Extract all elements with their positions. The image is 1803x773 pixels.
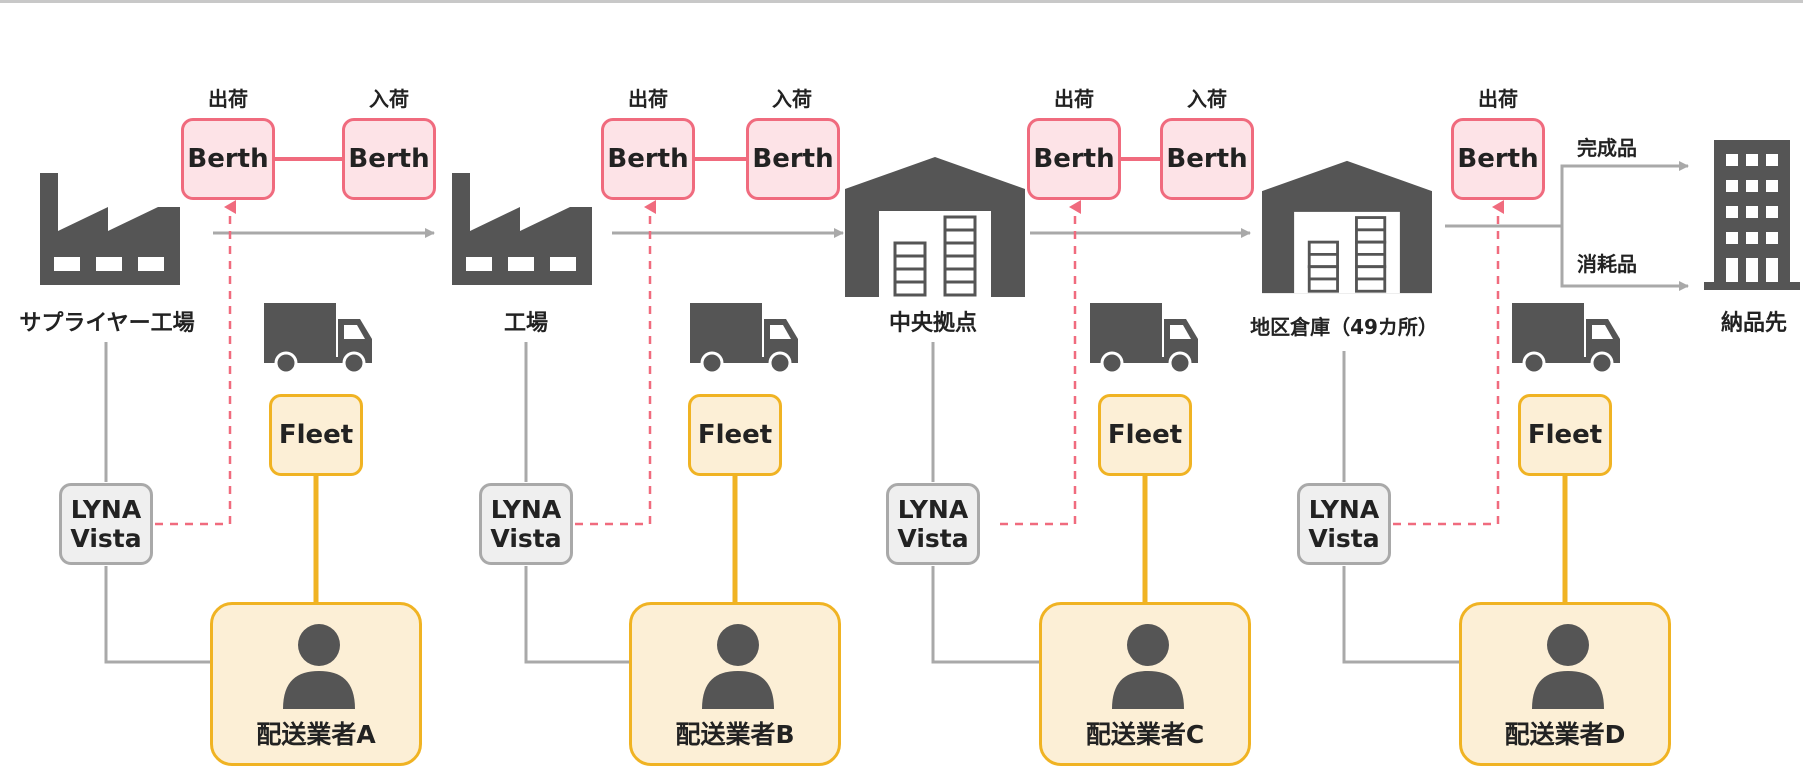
node-label-central-hub: 中央拠点 — [888, 311, 978, 336]
truck-icon — [264, 303, 372, 375]
truck-icon — [1090, 303, 1198, 375]
berth-outbound-label: 出荷 — [208, 87, 248, 111]
lyna-vista-box: LYNA Vista — [1297, 483, 1391, 565]
person-icon — [1532, 624, 1604, 709]
lyna-line1: LYNA — [70, 495, 142, 524]
node-label-factory: 工場 — [503, 311, 549, 336]
lyna-carrier-arrow-1 — [104, 566, 257, 667]
berth-outbound-label: 出荷 — [1478, 87, 1518, 111]
lyna-line1: LYNA — [490, 495, 562, 524]
lyna-line2: Vista — [1308, 524, 1380, 553]
berth-inbound-label: 入荷 — [772, 87, 812, 111]
carrier-name: 配送業者C — [1085, 720, 1205, 749]
lyna-line2: Vista — [70, 524, 142, 553]
node-label-district-warehouse: 地区倉庫（49カ所） — [1250, 315, 1438, 339]
berth-box: Berth — [342, 118, 436, 200]
carrier-box: 配送業者C — [1039, 602, 1251, 766]
fleet-box: Fleet — [1518, 394, 1612, 476]
berth-box: Berth — [601, 118, 695, 200]
carrier-box: 配送業者B — [629, 602, 841, 766]
top-divider — [0, 0, 1803, 3]
warehouse-icon — [1262, 160, 1432, 294]
factory-icon — [452, 173, 592, 285]
lyna-vista-box: LYNA Vista — [886, 483, 980, 565]
branch-label-finished: 完成品 — [1577, 136, 1637, 160]
lyna-berth-dashed — [155, 200, 1504, 526]
berth-inbound-label: 入荷 — [1187, 87, 1227, 111]
person-icon — [702, 624, 774, 709]
lyna-line1: LYNA — [897, 495, 969, 524]
carrier-box: 配送業者D — [1459, 602, 1671, 766]
berth-box: Berth — [181, 118, 275, 200]
berth-box: Berth — [1027, 118, 1121, 200]
berth-box: Berth — [746, 118, 840, 200]
flow-arrow-consumables — [1560, 226, 1689, 291]
berth-inbound-label: 入荷 — [369, 87, 409, 111]
lyna-carrier-arrow-2 — [524, 566, 677, 667]
lyna-carrier-arrows — [104, 342, 1495, 667]
lyna-vista-box: LYNA Vista — [479, 483, 573, 565]
person-icon — [1112, 624, 1184, 709]
carrier-name: 配送業者D — [1504, 720, 1626, 749]
truck-icon — [1512, 303, 1620, 375]
dashed-link-3 — [1000, 200, 1081, 526]
berth-outbound-label: 出荷 — [628, 87, 668, 111]
lyna-carrier-arrow-3 — [931, 566, 1086, 667]
factory-icon — [40, 173, 180, 285]
node-label-supplier: サプライヤー工場 — [19, 311, 195, 336]
warehouse-icon — [845, 157, 1025, 297]
lyna-line2: Vista — [897, 524, 969, 553]
lyna-line1: LYNA — [1308, 495, 1380, 524]
truck-icon — [690, 303, 798, 375]
branch-label-consumables: 消耗品 — [1577, 252, 1637, 276]
carrier-box: 配送業者A — [210, 602, 422, 766]
lyna-line2: Vista — [490, 524, 562, 553]
berth-outbound-label: 出荷 — [1054, 87, 1094, 111]
fleet-box: Fleet — [688, 394, 782, 476]
lyna-vista-box: LYNA Vista — [59, 483, 153, 565]
flow-arrow-finished — [1445, 161, 1689, 228]
person-icon — [283, 624, 355, 709]
fleet-carrier-lines — [313, 476, 1568, 602]
fleet-box: Fleet — [269, 394, 363, 476]
node-label-destination: 納品先 — [1720, 311, 1788, 336]
berth-box: Berth — [1451, 118, 1545, 200]
dashed-link-4 — [1393, 200, 1504, 526]
dashed-link-2 — [575, 200, 656, 526]
fleet-box: Fleet — [1098, 394, 1192, 476]
carrier-name: 配送業者B — [675, 720, 795, 749]
dashed-link-1 — [155, 200, 236, 526]
lyna-carrier-arrow-4 — [1342, 566, 1495, 667]
berth-box: Berth — [1160, 118, 1254, 200]
carrier-name: 配送業者A — [256, 720, 376, 749]
office-building-icon — [1704, 140, 1800, 290]
